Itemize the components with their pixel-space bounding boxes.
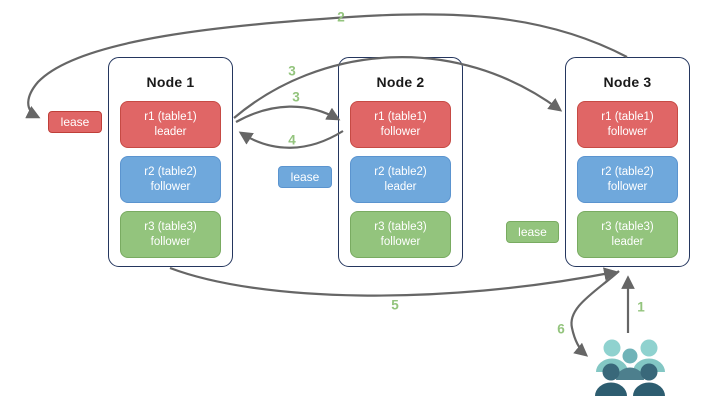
node-2: Node 2 r1 (table1) follower r2 (table2) …	[338, 57, 463, 267]
node-1-replica-r3: r3 (table3) follower	[120, 211, 221, 258]
arrow-label-3a: 3	[288, 63, 296, 79]
arrow-3b	[235, 105, 341, 123]
arrow-label-5: 5	[391, 297, 399, 313]
arrow-label-6: 6	[557, 321, 565, 337]
arrow-5	[169, 266, 618, 297]
replica-name: r2 (table2)	[374, 165, 427, 178]
node-1-title: Node 1	[146, 74, 195, 90]
node-2-replica-r3: r3 (table3) follower	[350, 211, 451, 258]
replica-name: r2 (table2)	[144, 165, 197, 178]
node-3-replica-r3: r3 (table3) leader	[577, 211, 678, 258]
node-1-replica-r2: r2 (table2) follower	[120, 156, 221, 203]
replica-name: r3 (table3)	[144, 220, 197, 233]
arrow-label-3b: 3	[292, 89, 300, 105]
replica-name: r1 (table1)	[374, 110, 427, 123]
replica-role: follower	[150, 235, 191, 248]
node-3-replica-r1: r1 (table1) follower	[577, 101, 678, 148]
replica-role: follower	[150, 180, 191, 193]
replica-role: follower	[607, 125, 648, 138]
replica-name: r3 (table3)	[374, 220, 427, 233]
node-2-replica-r2: r2 (table2) leader	[350, 156, 451, 203]
arrow-label-2: 2	[337, 9, 345, 25]
replica-role: follower	[607, 180, 648, 193]
replica-role: leader	[154, 125, 187, 138]
node-1: Node 1 r1 (table1) leader r2 (table2) fo…	[108, 57, 233, 267]
replica-name: r1 (table1)	[144, 110, 197, 123]
node-3: Node 3 r1 (table1) follower r2 (table2) …	[565, 57, 690, 267]
node-2-replica-r1: r1 (table1) follower	[350, 101, 451, 148]
replica-name: r1 (table1)	[601, 110, 654, 123]
arrow-6	[570, 270, 620, 357]
replica-role: leader	[611, 235, 644, 248]
arrow-label-1: 1	[637, 299, 645, 315]
replica-name: r2 (table2)	[601, 165, 654, 178]
node-3-replica-r2: r2 (table2) follower	[577, 156, 678, 203]
lease-tag-r1: lease	[48, 111, 102, 133]
node-3-title: Node 3	[603, 74, 652, 90]
arrow-label-4: 4	[288, 132, 296, 148]
users-icon	[595, 339, 665, 396]
replica-name: r3 (table3)	[601, 220, 654, 233]
replica-role: follower	[380, 235, 421, 248]
lease-tag-r3: lease	[506, 221, 559, 243]
replica-role: leader	[384, 180, 417, 193]
node-2-title: Node 2	[376, 74, 425, 90]
lease-tag-r2: lease	[278, 166, 332, 188]
node-1-replica-r1: r1 (table1) leader	[120, 101, 221, 148]
replica-role: follower	[380, 125, 421, 138]
